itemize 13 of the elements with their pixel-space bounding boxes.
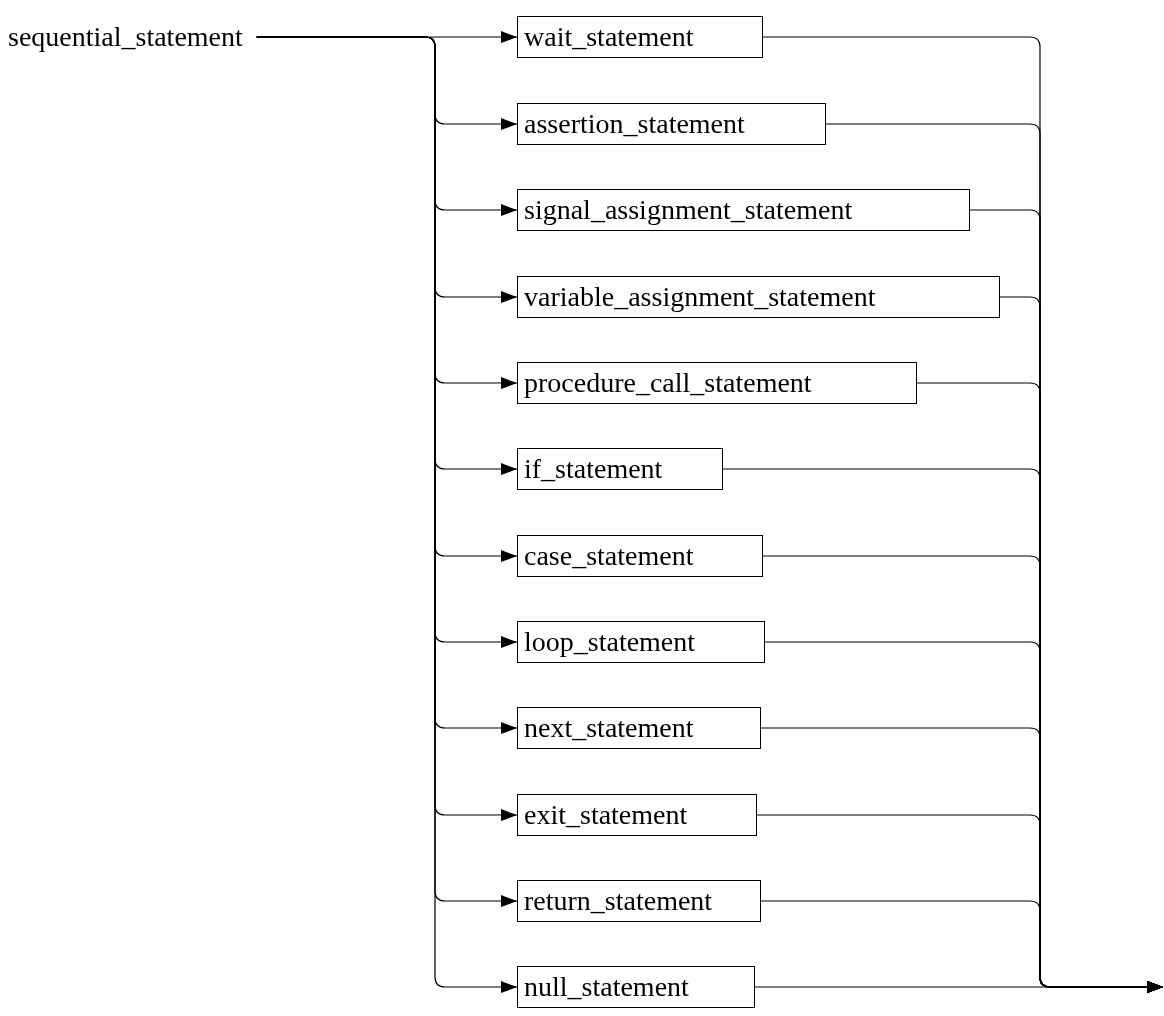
nonterminal-box: assertion_statement [517,103,826,145]
nonterminal-box: wait_statement [517,16,763,58]
rule-name: sequential_statement [8,20,243,54]
nonterminal-box: procedure_call_statement [517,362,917,404]
nonterminal-box: return_statement [517,880,761,922]
nonterminal-box: signal_assignment_statement [517,189,970,231]
nonterminal-box: case_statement [517,535,763,577]
nonterminal-box: if_statement [517,448,723,490]
nonterminal-box: null_statement [517,966,755,1008]
nonterminal-box: exit_statement [517,794,757,836]
nonterminal-box: next_statement [517,707,761,749]
nonterminal-box: loop_statement [517,621,765,663]
nonterminal-box: variable_assignment_statement [517,276,1000,318]
